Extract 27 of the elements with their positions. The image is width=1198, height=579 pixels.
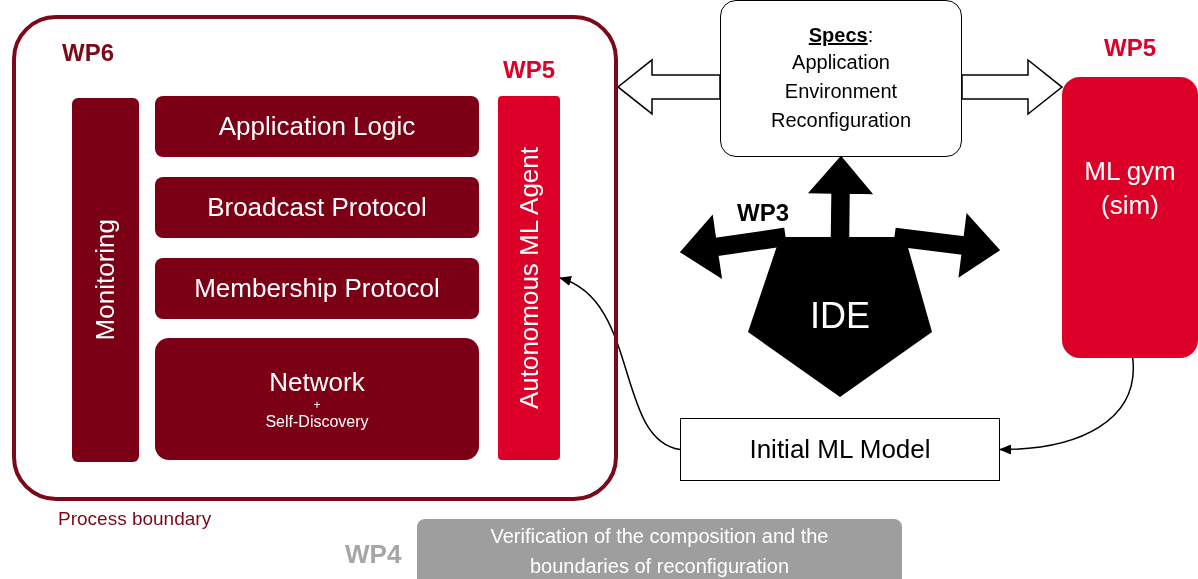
- banner-text: Verification of the composition and the boundaries of reconfiguration: [489, 524, 830, 579]
- curved-arrow: [999, 357, 1134, 455]
- layer-box: Application Logic: [155, 96, 479, 157]
- work-package-heading: WP3: [737, 198, 789, 228]
- work-package-heading: WP5: [502, 55, 556, 85]
- bar-label: Monitoring: [89, 219, 121, 341]
- specs-heading: Specs:: [808, 23, 874, 48]
- hollow-block-arrow: [961, 58, 1064, 116]
- work-package-heading: WP4: [345, 538, 402, 571]
- plus-sign: +: [313, 398, 321, 412]
- model-box: Initial ML Model: [680, 418, 1000, 481]
- layer-subtitle: Self-Discovery: [265, 412, 369, 432]
- node-label: Process boundary: [58, 507, 212, 531]
- thick-arrow: [893, 213, 1001, 278]
- ide-label: IDE: [809, 294, 871, 338]
- specs-list: Application Environment Reconfiguration: [756, 48, 926, 135]
- work-package-heading: WP5: [1103, 33, 1157, 63]
- gym-label: ML gym (sim): [1083, 154, 1177, 222]
- thick-arrow: [679, 214, 787, 279]
- layer-title: Network: [269, 366, 365, 398]
- layer-box: Broadcast Protocol: [155, 177, 479, 238]
- thick-arrow: [807, 155, 874, 238]
- curved-arrow: [559, 277, 681, 451]
- bar-label: Autonomous ML Agent: [512, 146, 545, 410]
- work-package-heading: WP6: [62, 38, 114, 68]
- layer-box: Membership Protocol: [155, 258, 479, 319]
- hollow-block-arrow: [616, 58, 721, 116]
